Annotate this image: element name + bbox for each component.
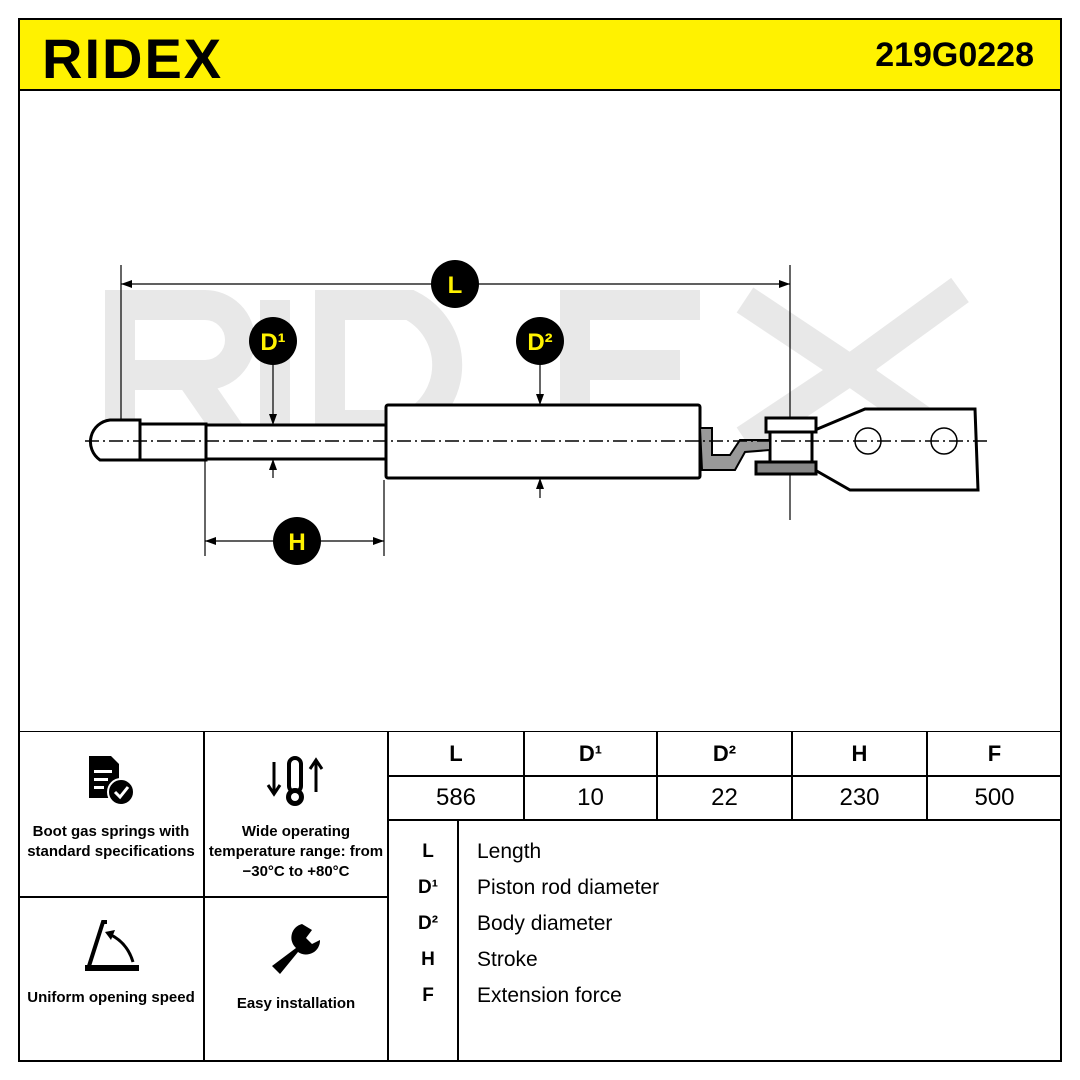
label-D1: D¹ [260, 329, 285, 356]
label-D2: D² [527, 329, 552, 356]
feature-text: Wide operating temperature range: from −… [208, 823, 384, 880]
feature-temperature: Wide operating temperature range: from −… [204, 731, 388, 897]
spec-header-F: F [927, 731, 1062, 776]
legend-divider [457, 820, 459, 1062]
spec-value-L: 586 [388, 776, 524, 820]
spec-value-F: 500 [927, 776, 1062, 820]
legend-label: Body diameter [477, 912, 613, 935]
wrench-icon [272, 924, 321, 974]
feature-text: Uniform opening speed [27, 989, 195, 1006]
spec-header-L: L [388, 731, 524, 776]
spec-value-D2: 22 [657, 776, 792, 820]
feature-easy-installation: Easy installation [204, 897, 388, 1062]
feature-text: Boot gas springs with standard specifica… [27, 823, 195, 860]
legend-key: L [422, 841, 434, 862]
feature-text: Easy installation [236, 995, 356, 1012]
legend-label: Piston rod diameter [477, 876, 660, 899]
legend-box [388, 820, 1062, 1062]
part-number: 219G0228 [875, 36, 1034, 74]
legend-label: Extension force [477, 984, 622, 1007]
spec-header-D2: D² [657, 731, 792, 776]
spec-value-H: 230 [792, 776, 927, 820]
legend-key: H [421, 949, 435, 970]
legend-label: Length [477, 840, 542, 863]
feature-uniform-speed: Uniform opening speed [18, 897, 204, 1062]
legend-key: D¹ [417, 877, 439, 898]
spec-header-D1: D¹ [524, 731, 657, 776]
legend-key: D² [417, 913, 439, 934]
label-L: L [448, 272, 463, 299]
brand-logo: RIDEX [42, 27, 224, 90]
label-H: H [288, 529, 305, 556]
thermometer-icon [266, 756, 324, 806]
legend-label: Stroke [477, 948, 538, 971]
spec-header-H: H [792, 731, 927, 776]
document-check-icon [89, 756, 135, 806]
spec-value-D1: 10 [524, 776, 657, 820]
feature-standard-specs: Boot gas springs with standard specifica… [18, 731, 204, 897]
legend-key: F [422, 985, 434, 1006]
header-bar: RIDEX 219G0228 [18, 18, 1062, 91]
opening-angle-icon [85, 920, 139, 971]
